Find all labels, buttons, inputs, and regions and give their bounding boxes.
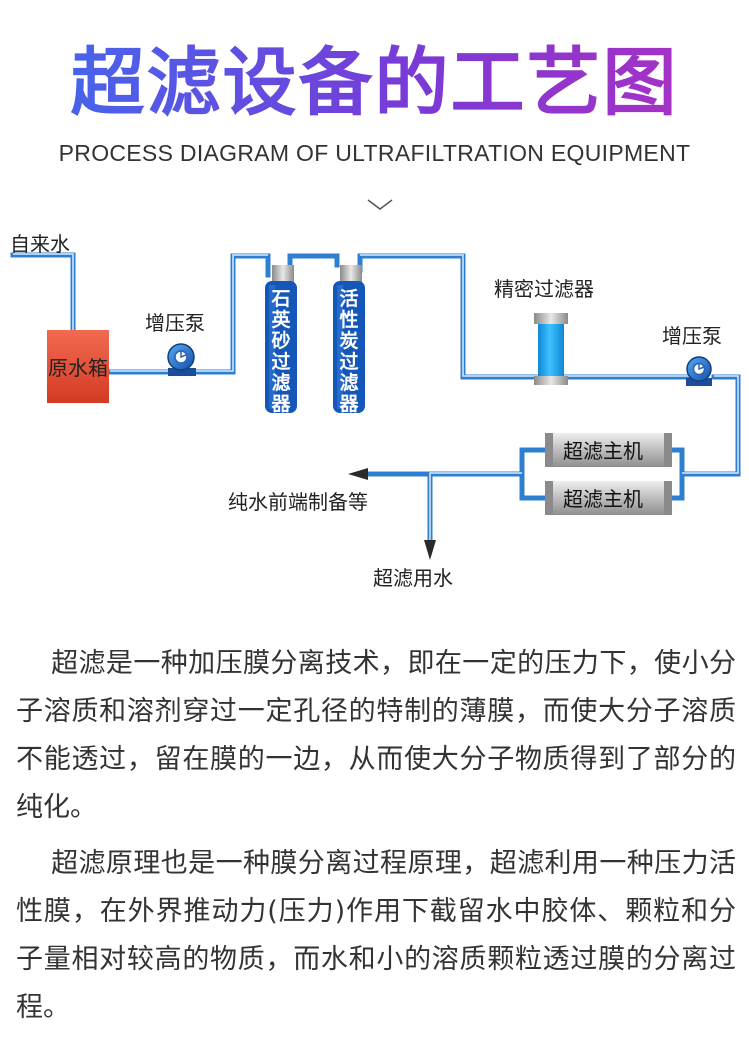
svg-text:石: 石 (270, 288, 290, 310)
uf-unit-1-label: 超滤主机 (563, 439, 643, 463)
process-diagram: 自来水 原水箱 增压泵 精密过滤器 增压泵 超滤主机 超滤主机 纯水前端制备等 … (10, 232, 741, 590)
pump-2-label: 增压泵 (662, 324, 722, 348)
pump-1-icon (167, 343, 196, 376)
pump-2-icon (686, 356, 712, 386)
carbon-filter-vessel (333, 265, 365, 413)
arrow-down-icon (424, 540, 436, 560)
svg-text:英: 英 (271, 308, 291, 331)
pure-water-pre-label: 纯水前端制备等 (228, 490, 368, 514)
svg-text:滤: 滤 (271, 372, 290, 394)
chevron-down-icon (367, 199, 393, 210)
precision-filter-label: 精密过滤器 (494, 277, 594, 301)
precision-filter-cartridge (534, 313, 568, 385)
svg-text:砂: 砂 (271, 330, 290, 352)
uf-unit-2-label: 超滤主机 (563, 487, 643, 511)
arrow-left-icon (348, 468, 368, 480)
pump-1-label: 增压泵 (145, 311, 205, 335)
uf-unit-1 (545, 433, 672, 467)
svg-text:性: 性 (339, 308, 358, 331)
svg-text:器: 器 (338, 393, 359, 415)
intro-paragraph: 超滤是一种加压膜分离技术，即在一定的压力下，使小分子溶质和溶剂穿过一定孔径的特制… (16, 648, 736, 823)
page-title: 超滤设备的工艺图 (0, 38, 749, 128)
svg-text:滤: 滤 (339, 372, 358, 394)
svg-text:过: 过 (271, 351, 290, 373)
sand-filter-vessel (265, 265, 297, 413)
uf-water-label: 超滤用水 (373, 566, 453, 590)
carbon-filter-label: 活 性 炭 过 滤 器 (338, 287, 359, 415)
svg-text:过: 过 (339, 351, 358, 373)
principle-paragraph: 超滤原理也是一种膜分离过程原理，超滤利用一种压力活性膜，在外界推动力(压力)作用… (16, 848, 736, 1023)
svg-text:炭: 炭 (339, 330, 358, 352)
page-subtitle: PROCESS DIAGRAM OF ULTRAFILTRATION EQUIP… (58, 140, 691, 166)
tap-water-label: 自来水 (10, 232, 70, 256)
sand-filter-label: 石 英 砂 过 滤 器 (270, 288, 291, 415)
svg-text:器: 器 (270, 393, 291, 415)
raw-water-tank (47, 330, 109, 403)
raw-tank-label: 原水箱 (48, 356, 108, 380)
uf-unit-2 (545, 481, 672, 515)
svg-text:活: 活 (339, 287, 358, 310)
